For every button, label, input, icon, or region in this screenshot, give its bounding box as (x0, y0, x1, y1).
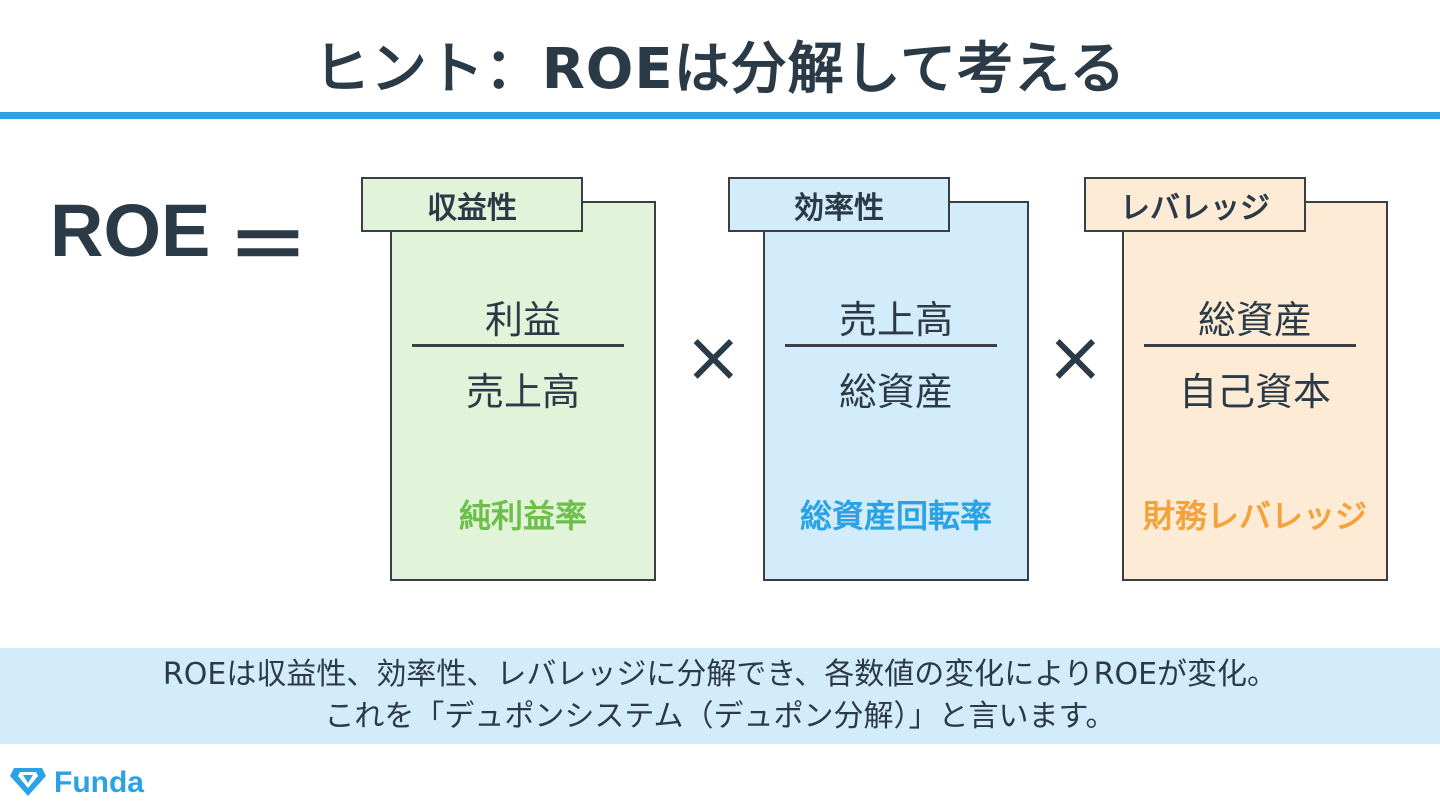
card-numerator: 利益 (484, 298, 561, 342)
card-denominator: 総資産 (838, 370, 953, 414)
card-caption: 総資産回転率 (799, 497, 992, 535)
fraction-line (1144, 344, 1356, 347)
diamond-logo-icon (10, 764, 46, 802)
logo-text: Funda (54, 766, 144, 799)
card-caption: 純利益率 (458, 497, 587, 535)
formula-lhs: ROE (50, 189, 211, 272)
card-denominator: 売上高 (465, 370, 580, 414)
card-leverage: 総資産 自己資本 財務レバレッジ (1122, 201, 1388, 581)
page-title: ヒント：ROEは分解して考える (313, 37, 1127, 102)
card-numerator: 売上高 (838, 298, 953, 342)
card-profitability: 利益 売上高 純利益率 (390, 201, 656, 581)
card-tab-leverage: レバレッジ (1084, 177, 1306, 232)
note-line-2: これを「デュポンシステム（デュポン分解）」と言います。 (324, 699, 1116, 734)
note-line-1: ROEは収益性、効率性、レバレッジに分解でき、各数値の変化によりROEが変化。 (162, 657, 1278, 692)
equals-sign: ＝ (228, 200, 308, 293)
title-divider (0, 112, 1440, 119)
card-tab-efficiency: 効率性 (728, 177, 950, 232)
fraction-line (412, 344, 624, 347)
card-numerator: 総資産 (1197, 298, 1312, 342)
multiply-sign: × (684, 316, 743, 398)
fraction-line (785, 344, 997, 347)
card-efficiency: 売上高 総資産 総資産回転率 (763, 201, 1029, 581)
multiply-sign: × (1046, 316, 1105, 398)
explanation-note: ROEは収益性、効率性、レバレッジに分解でき、各数値の変化によりROEが変化。 … (0, 648, 1440, 744)
card-denominator: 自己資本 (1178, 370, 1331, 414)
card-caption: 財務レバレッジ (1142, 497, 1367, 535)
funda-logo: Funda (10, 764, 144, 802)
card-tab-profitability: 収益性 (361, 177, 583, 232)
